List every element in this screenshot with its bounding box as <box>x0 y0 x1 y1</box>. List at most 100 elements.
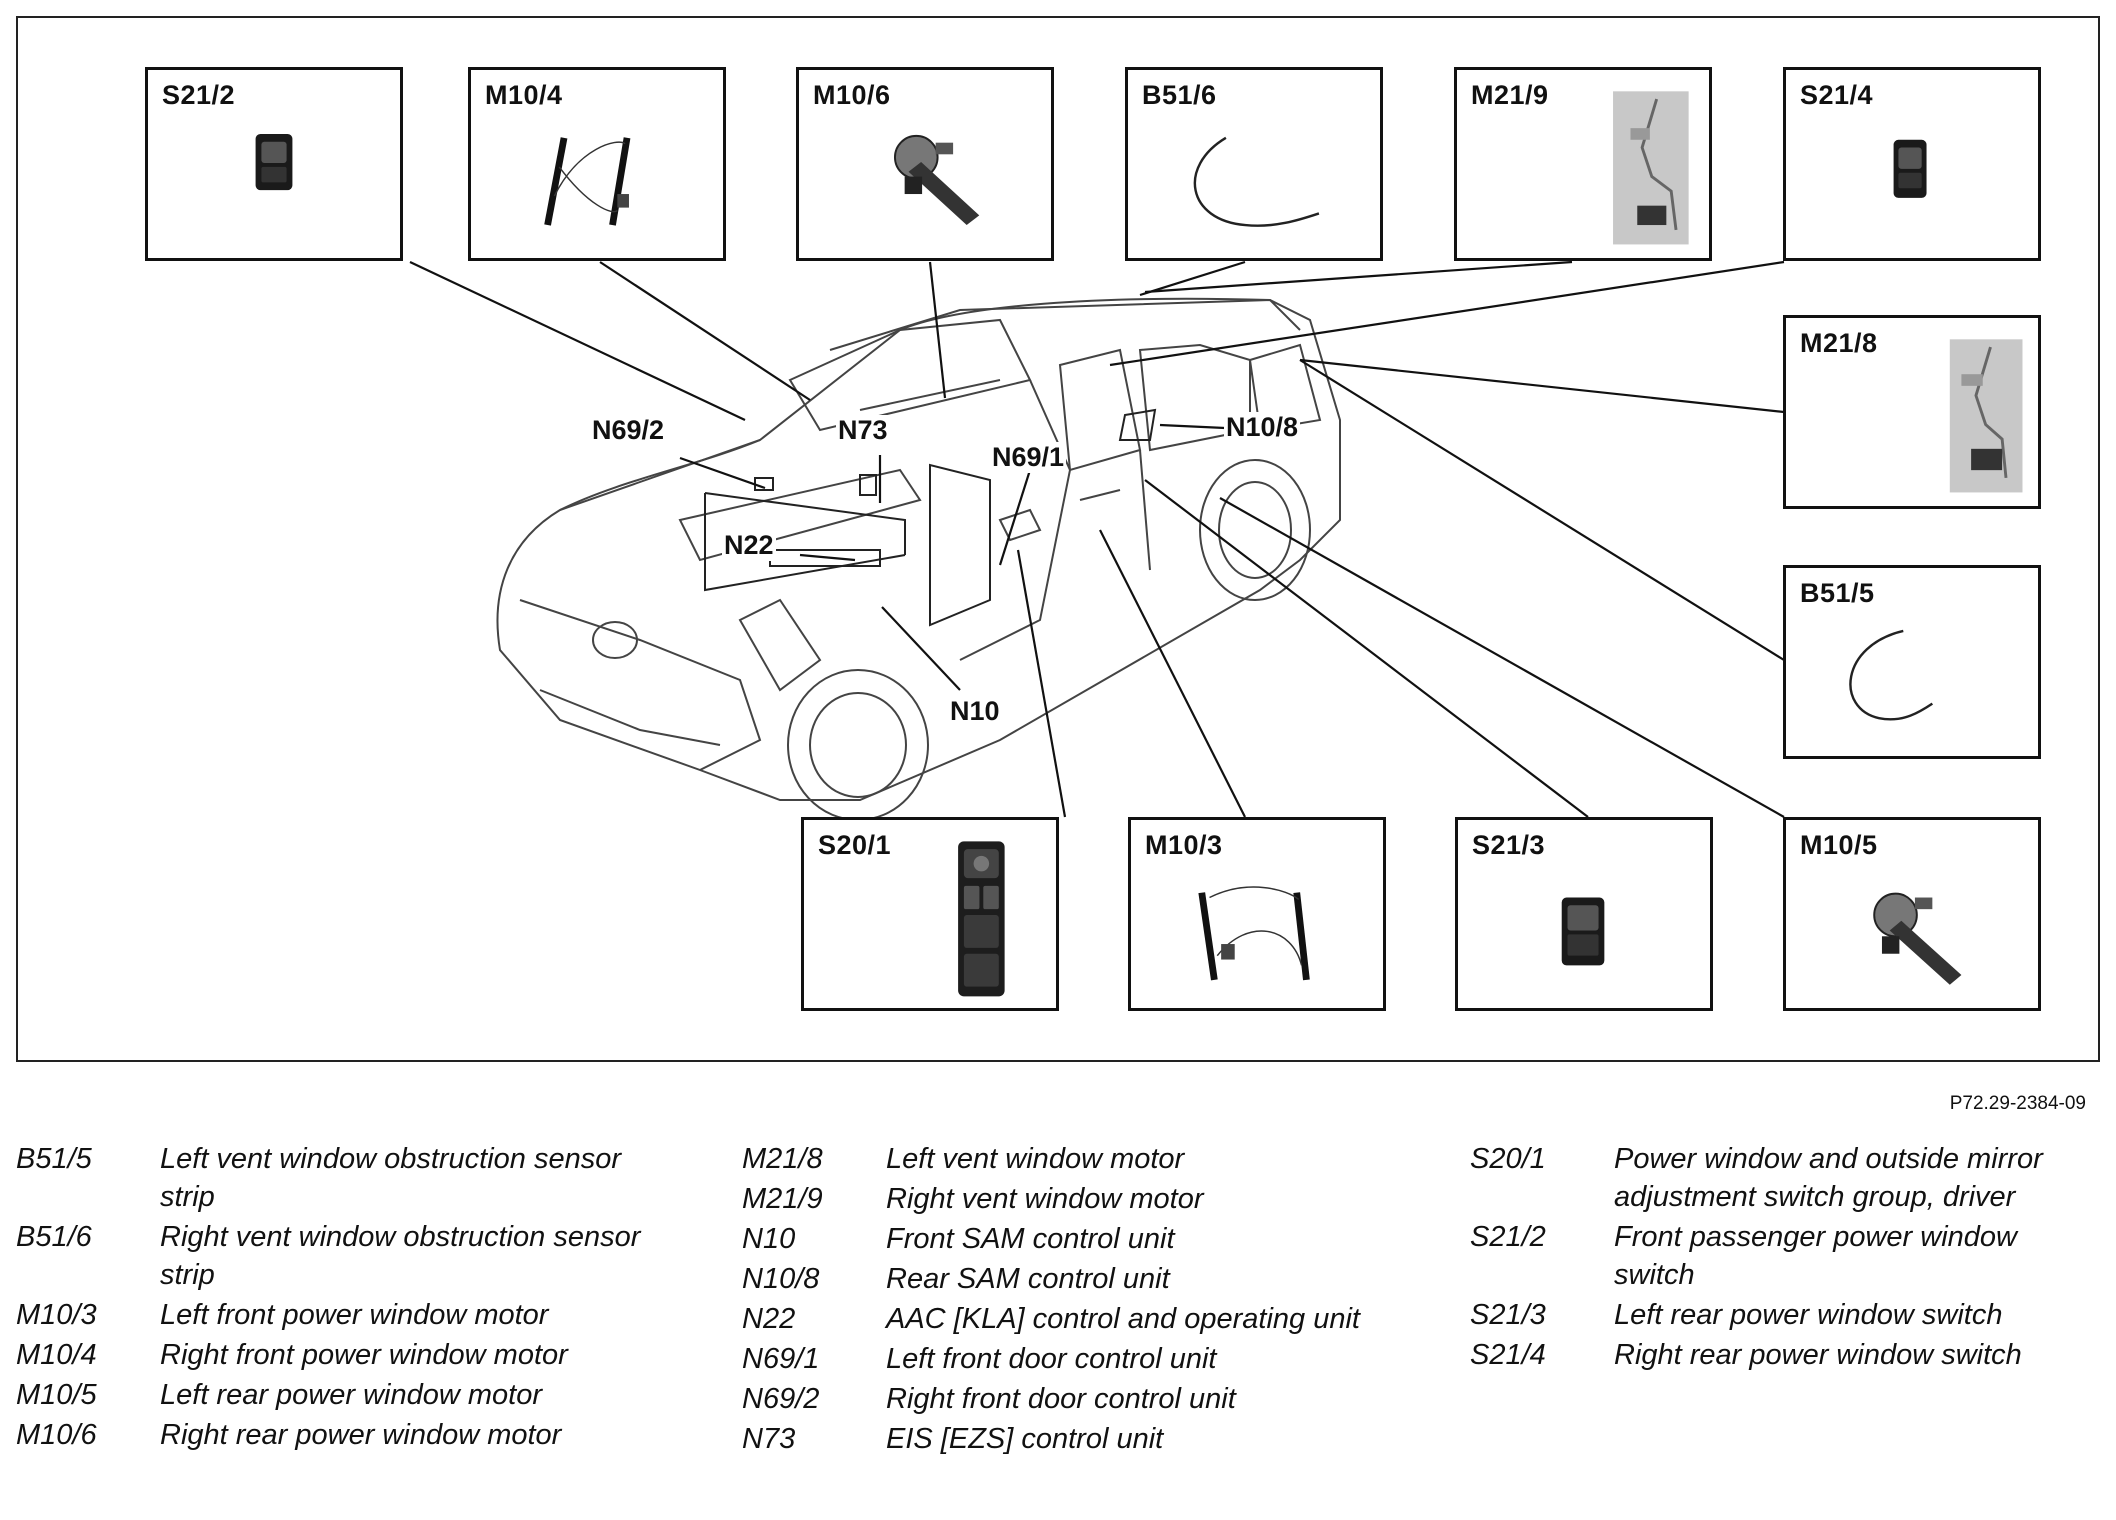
component-box-label: M10/5 <box>1800 830 1878 860</box>
internal-callouts <box>704 408 1157 627</box>
component-box-s21-3: S21/3 <box>1455 817 1713 1011</box>
legend-text: EIS [EZS] control unit <box>886 1423 1164 1455</box>
rocker-switch-icon <box>1561 897 1605 966</box>
legend-code: N69/1 <box>742 1343 820 1375</box>
legend-text: Right rear power window switch <box>1614 1339 2022 1371</box>
legend-column-1: B51/5 Left vent window obstruction sensor… <box>16 1140 676 1456</box>
legend-item: S21/3 Left rear power window switch <box>1470 1296 2090 1334</box>
legend-text: Left front door control unit <box>886 1343 1217 1375</box>
legend-code: N69/2 <box>742 1383 820 1415</box>
legend-text: Right vent window motor <box>886 1183 1204 1215</box>
car-label-n69-2: N69/2 <box>590 415 667 446</box>
component-box-label: M21/8 <box>1800 328 1878 358</box>
legend-item: S21/2 Front passenger power window switch <box>1470 1218 2090 1294</box>
legend-code: N10 <box>742 1223 796 1255</box>
legend-code: M10/3 <box>16 1299 97 1331</box>
leader-lines <box>409 260 1785 818</box>
legend-item: S20/1 Power window and outside mirror adj… <box>1470 1140 2090 1216</box>
window-motor-icon <box>1873 892 1962 985</box>
legend-item: S21/4 Right rear power window switch <box>1470 1336 2090 1374</box>
legend-text: Left front power window motor <box>160 1299 549 1331</box>
legend-column-2: M21/8 Left vent window motor M21/9 Right v… <box>742 1140 1382 1460</box>
legend-code: N10/8 <box>742 1263 820 1295</box>
legend-text: Left vent window obstruction sensor stri… <box>160 1143 622 1213</box>
figure-reference-code: P72.29-2384-09 <box>1949 1093 2086 1114</box>
component-box-label: S21/2 <box>162 80 236 110</box>
component-box-label: B51/5 <box>1800 578 1875 608</box>
switch-group-icon <box>958 841 1005 997</box>
legend-code: N73 <box>742 1423 796 1455</box>
legend-text: Front SAM control unit <box>886 1223 1175 1255</box>
legend-text: Right front power window motor <box>160 1339 568 1371</box>
legend-text: Front passenger power window switch <box>1614 1221 2017 1291</box>
component-box-m10-6: M10/6 <box>796 67 1054 261</box>
legend-item: N69/1 Left front door control unit <box>742 1340 1382 1378</box>
diagram-canvas <box>409 260 1785 821</box>
legend-item: B51/5 Left vent window obstruction sensor… <box>16 1140 676 1216</box>
legend-code: M10/5 <box>16 1379 97 1411</box>
component-box-s20-1: S20/1 <box>801 817 1059 1011</box>
legend-code: S20/1 <box>1470 1143 1546 1175</box>
legend-code: B51/5 <box>16 1143 92 1175</box>
window-regulator-icon <box>1198 886 1310 981</box>
car-label-n69-1: N69/1 <box>990 442 1067 473</box>
legend-text: Right front door control unit <box>886 1383 1236 1415</box>
component-box-label: M21/9 <box>1471 80 1549 110</box>
component-box-m21-8: M21/8 <box>1783 315 2041 509</box>
legend-code: S21/2 <box>1470 1221 1546 1253</box>
legend-text: Left rear power window switch <box>1614 1299 2003 1331</box>
vehicle-illustration <box>496 297 1341 821</box>
legend-code: M10/4 <box>16 1339 97 1371</box>
rocker-switch-icon <box>1893 139 1927 198</box>
legend-code: S21/3 <box>1470 1299 1546 1331</box>
window-regulator-icon <box>544 137 631 226</box>
component-box-label: S21/3 <box>1472 830 1546 860</box>
legend-text: Right rear power window motor <box>160 1419 562 1451</box>
window-motor-icon <box>893 134 980 226</box>
component-box-m10-4: M10/4 <box>468 67 726 261</box>
component-box-label: M10/3 <box>1145 830 1223 860</box>
legend-code: M21/9 <box>742 1183 823 1215</box>
rocker-switch-icon <box>255 133 293 191</box>
legend-text: Power window and outside mirror adjustme… <box>1614 1143 2043 1213</box>
component-box-label: M10/6 <box>813 80 891 110</box>
component-box-label: S21/4 <box>1800 80 1874 110</box>
legend-code: S21/4 <box>1470 1339 1546 1371</box>
legend-item: N73 EIS [EZS] control unit <box>742 1420 1382 1458</box>
legend-item: M21/9 Right vent window motor <box>742 1180 1382 1218</box>
component-box-s21-2: S21/2 <box>145 67 403 261</box>
legend-text: Right vent window obstruction sensor str… <box>160 1221 641 1291</box>
component-box-m21-9: M21/9 <box>1454 67 1712 261</box>
legend-item: M10/3 Left front power window motor <box>16 1296 676 1334</box>
legend-item: M10/4 Right front power window motor <box>16 1336 676 1374</box>
sensor-strip-icon <box>1193 136 1320 227</box>
legend-column-3: S20/1 Power window and outside mirror adj… <box>1470 1140 2090 1376</box>
legend-item: N69/2 Right front door control unit <box>742 1380 1382 1418</box>
car-label-n10: N10 <box>948 696 1002 727</box>
component-box-s21-4: S21/4 <box>1783 67 2041 261</box>
component-box-label: B51/6 <box>1142 80 1217 110</box>
component-box-label: M10/4 <box>485 80 563 110</box>
legend-text: AAC [KLA] control and operating unit <box>886 1303 1360 1335</box>
vent-window-motor-icon <box>1613 91 1689 245</box>
component-box-b51-6: B51/6 <box>1125 67 1383 261</box>
legend-item: M10/5 Left rear power window motor <box>16 1376 676 1414</box>
legend-item: N10 Front SAM control unit <box>742 1220 1382 1258</box>
legend-item: M10/6 Right rear power window motor <box>16 1416 676 1454</box>
sensor-strip-icon <box>1849 629 1934 721</box>
legend-text: Left vent window motor <box>886 1143 1185 1175</box>
legend-code: N22 <box>742 1303 796 1335</box>
legend-code: M10/6 <box>16 1419 97 1451</box>
component-box-b51-5: B51/5 <box>1783 565 2041 759</box>
legend-code: M21/8 <box>742 1143 823 1175</box>
legend-item: N10/8 Rear SAM control unit <box>742 1260 1382 1298</box>
legend-text: Left rear power window motor <box>160 1379 542 1411</box>
legend-item: M21/8 Left vent window motor <box>742 1140 1382 1178</box>
component-box-m10-5: M10/5 <box>1783 817 2041 1011</box>
legend-text: Rear SAM control unit <box>886 1263 1170 1295</box>
diagram-frame <box>16 16 2100 1062</box>
vent-window-motor-icon <box>1949 339 2023 493</box>
component-box-m10-3: M10/3 <box>1128 817 1386 1011</box>
legend-item: N22 AAC [KLA] control and operating unit <box>742 1300 1382 1338</box>
